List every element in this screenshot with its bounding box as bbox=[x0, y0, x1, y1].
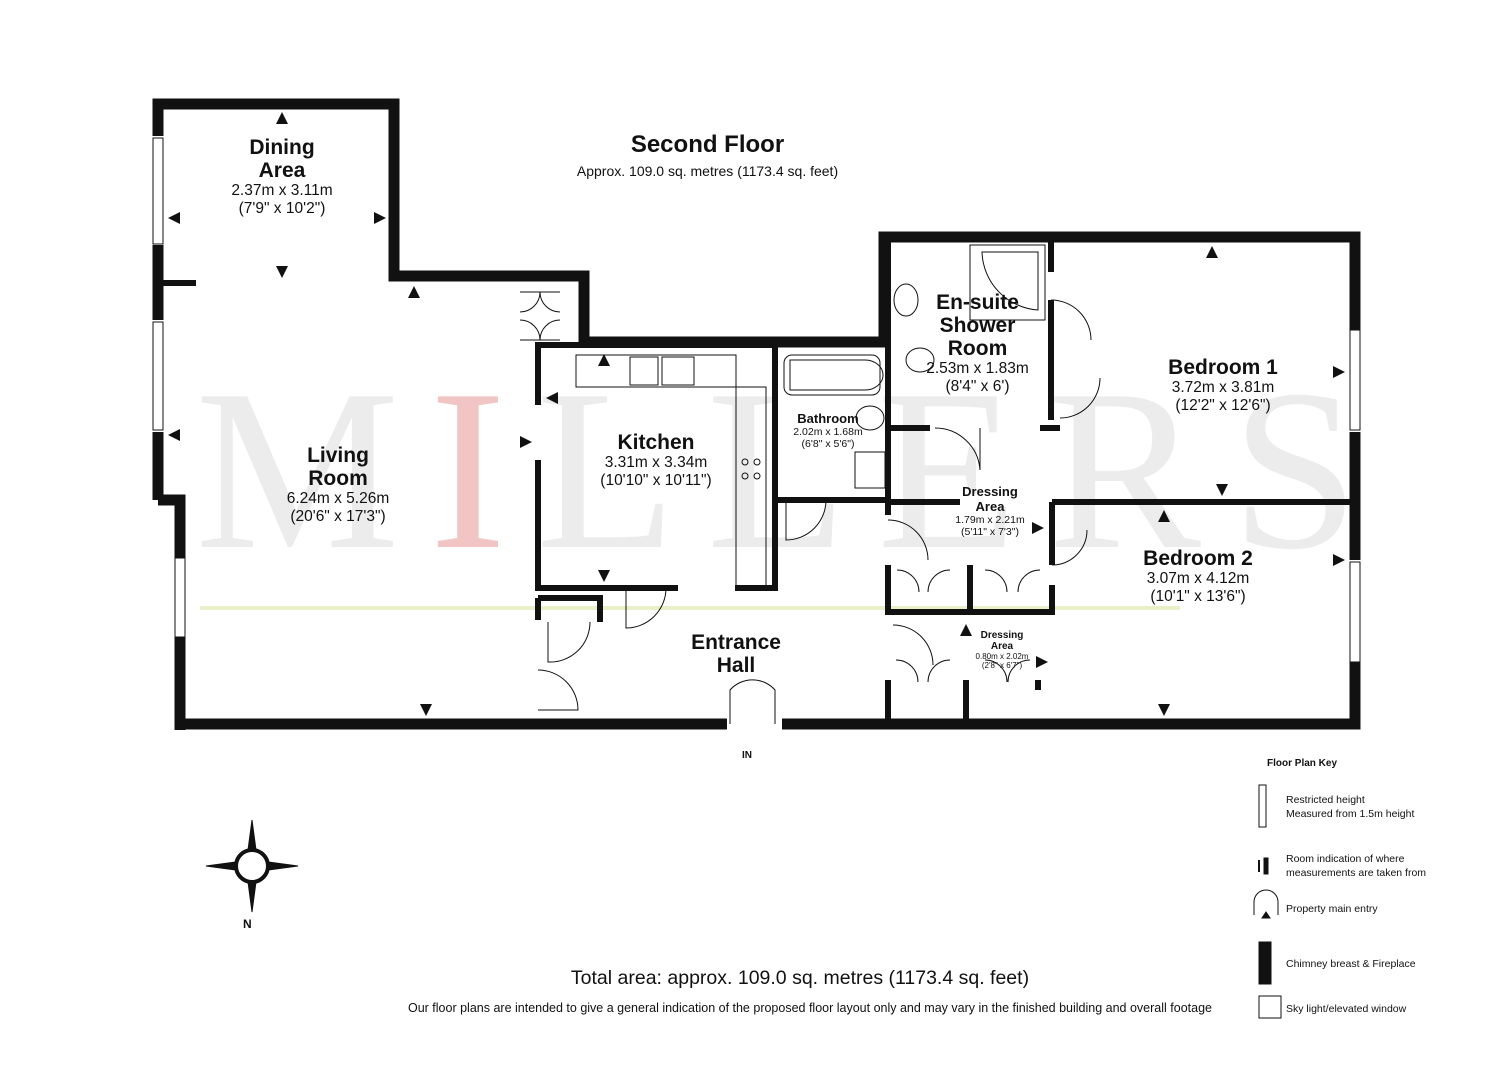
key-item-chimney: Chimney breast & Fireplace bbox=[1286, 958, 1416, 970]
total-area: Total area: approx. 109.0 sq. metres (11… bbox=[570, 967, 1030, 989]
room-bathroom: Bathroom 2.02m x 1.68m (6'8" x 5'6") bbox=[793, 411, 863, 450]
main-entry-icon bbox=[1253, 889, 1279, 919]
floor-plan-key-title: Floor Plan Key bbox=[1267, 758, 1338, 769]
exterior-walls bbox=[152, 98, 1361, 730]
measurement-point-icon bbox=[1258, 857, 1269, 875]
north-label: N bbox=[243, 917, 252, 931]
millers-watermark: MILLERS bbox=[195, 342, 1389, 597]
room-dressing-area-1: Dressing Area 1.79m x 2.21m (5'11" x 7'3… bbox=[955, 484, 1025, 538]
room-dining-area: Dining Area 2.37m x 3.11m (7'9" x 10'2") bbox=[231, 136, 333, 217]
entry-label: IN bbox=[742, 750, 752, 761]
floor-area-subtitle: Approx. 109.0 sq. metres (1173.4 sq. fee… bbox=[576, 163, 839, 179]
disclaimer: Our floor plans are intended to give a g… bbox=[408, 1001, 1212, 1015]
skylight-icon bbox=[1258, 995, 1282, 1019]
room-ensuite-shower: En-suite Shower Room 2.53m x 1.83m (8'4"… bbox=[926, 291, 1029, 395]
key-item-restricted-height: Restricted height Measured from 1.5m hei… bbox=[1286, 794, 1415, 820]
chimney-breast-icon bbox=[1258, 941, 1272, 985]
room-bedroom-1: Bedroom 1 3.72m x 3.81m (12'2" x 12'6") bbox=[1168, 356, 1278, 414]
room-living-room: Living Room 6.24m x 5.26m (20'6" x 17'3"… bbox=[286, 444, 390, 525]
wall-stub bbox=[156, 280, 196, 286]
room-dressing-area-2: Dressing Area 0.80m x 2.02m (2'8" x 6'7"… bbox=[975, 630, 1029, 670]
fixtures bbox=[575, 244, 1046, 588]
interior-walls bbox=[535, 242, 1355, 724]
room-kitchen: Kitchen 3.31m x 3.34m (10'10" x 10'11") bbox=[600, 431, 712, 489]
room-bedroom-2: Bedroom 2 3.07m x 4.12m (10'1" x 13'6") bbox=[1143, 547, 1253, 605]
room-entrance-hall: Entrance Hall bbox=[691, 631, 781, 677]
key-icons bbox=[1253, 784, 1282, 1019]
key-item-skylight: Sky light/elevated window bbox=[1286, 1003, 1407, 1015]
measurement-arrows bbox=[168, 112, 1345, 716]
windows bbox=[152, 137, 1361, 663]
key-item-measurement-point: Room indication of where measurements ar… bbox=[1286, 853, 1427, 879]
key-item-main-entry: Property main entry bbox=[1286, 903, 1378, 915]
doors bbox=[519, 291, 1101, 724]
floor-title: Second Floor bbox=[630, 131, 785, 158]
restricted-height-icon bbox=[1258, 784, 1267, 828]
compass-rose bbox=[205, 819, 299, 913]
